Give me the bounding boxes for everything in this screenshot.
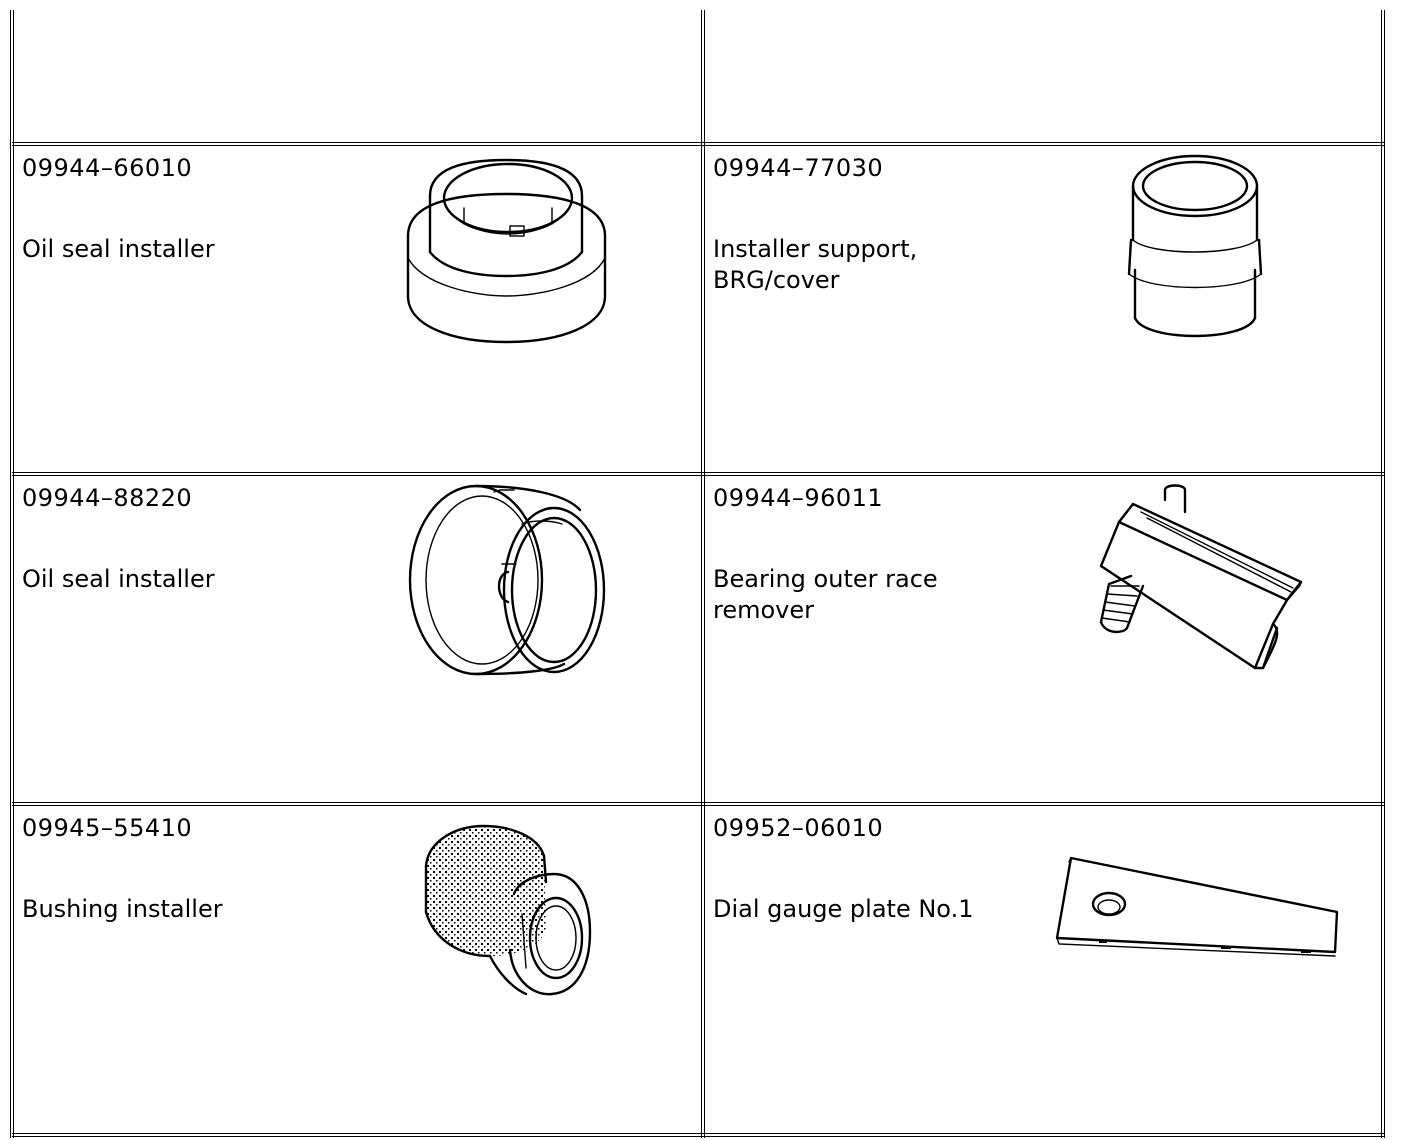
dial-gauge-plate-icon: [1055, 856, 1339, 957]
row-divider-2: [12, 472, 1384, 476]
tool-name-line: Oil seal installer: [22, 565, 215, 593]
tool-name: Oil seal installer: [22, 234, 352, 265]
part-number: 09945–55410: [22, 814, 193, 842]
installer-support-icon: [1127, 154, 1263, 338]
part-number: 09944–77030: [713, 154, 884, 182]
tool-name-line: Bearing outer race: [713, 565, 938, 593]
tool-name: Bearing outer race remover: [713, 564, 1043, 626]
tool-name-line: Installer support,: [713, 235, 918, 263]
tool-name: Dial gauge plate No.1: [713, 894, 1043, 925]
table-border-right: [1381, 10, 1385, 1138]
tool-name: Bushing installer: [22, 894, 352, 925]
tool-name-line: Dial gauge plate No.1: [713, 895, 974, 923]
tool-cell: 09945–55410 Bushing installer: [14, 806, 701, 1133]
tool-name-line: remover: [713, 596, 815, 624]
table-border-left: [10, 10, 14, 1138]
table-border-bottom: [12, 1133, 1384, 1137]
part-number: 09944–96011: [713, 484, 884, 512]
tool-name-line: Bushing installer: [22, 895, 223, 923]
part-number: 09944–66010: [22, 154, 193, 182]
part-number: 09944–88220: [22, 484, 193, 512]
bushing-installer-icon: [424, 824, 592, 996]
tool-cell: 09944–77030 Installer support, BRG/cover: [705, 146, 1381, 472]
row-divider-3: [12, 802, 1384, 806]
tool-name-line: Oil seal installer: [22, 235, 215, 263]
table-border-middle: [701, 10, 705, 1138]
empty-cell-right: [705, 10, 1381, 142]
bearing-race-remover-icon: [1099, 484, 1303, 670]
empty-cell-left: [14, 10, 701, 142]
tool-name: Installer support, BRG/cover: [713, 234, 1043, 296]
tool-cell: 09952–06010 Dial gauge plate No.1: [705, 806, 1381, 1133]
tool-name-line: BRG/cover: [713, 266, 840, 294]
row-divider-1: [12, 142, 1384, 146]
oil-seal-installer-icon: [406, 158, 607, 344]
tool-cell: 09944–66010 Oil seal installer: [14, 146, 701, 472]
part-number: 09952–06010: [713, 814, 884, 842]
tool-cell: 09944–96011 Bearing outer race remover: [705, 476, 1381, 802]
tool-cell: 09944–88220 Oil seal installer: [14, 476, 701, 802]
tool-name: Oil seal installer: [22, 564, 352, 595]
oil-seal-installer-ring-icon: [408, 484, 606, 676]
